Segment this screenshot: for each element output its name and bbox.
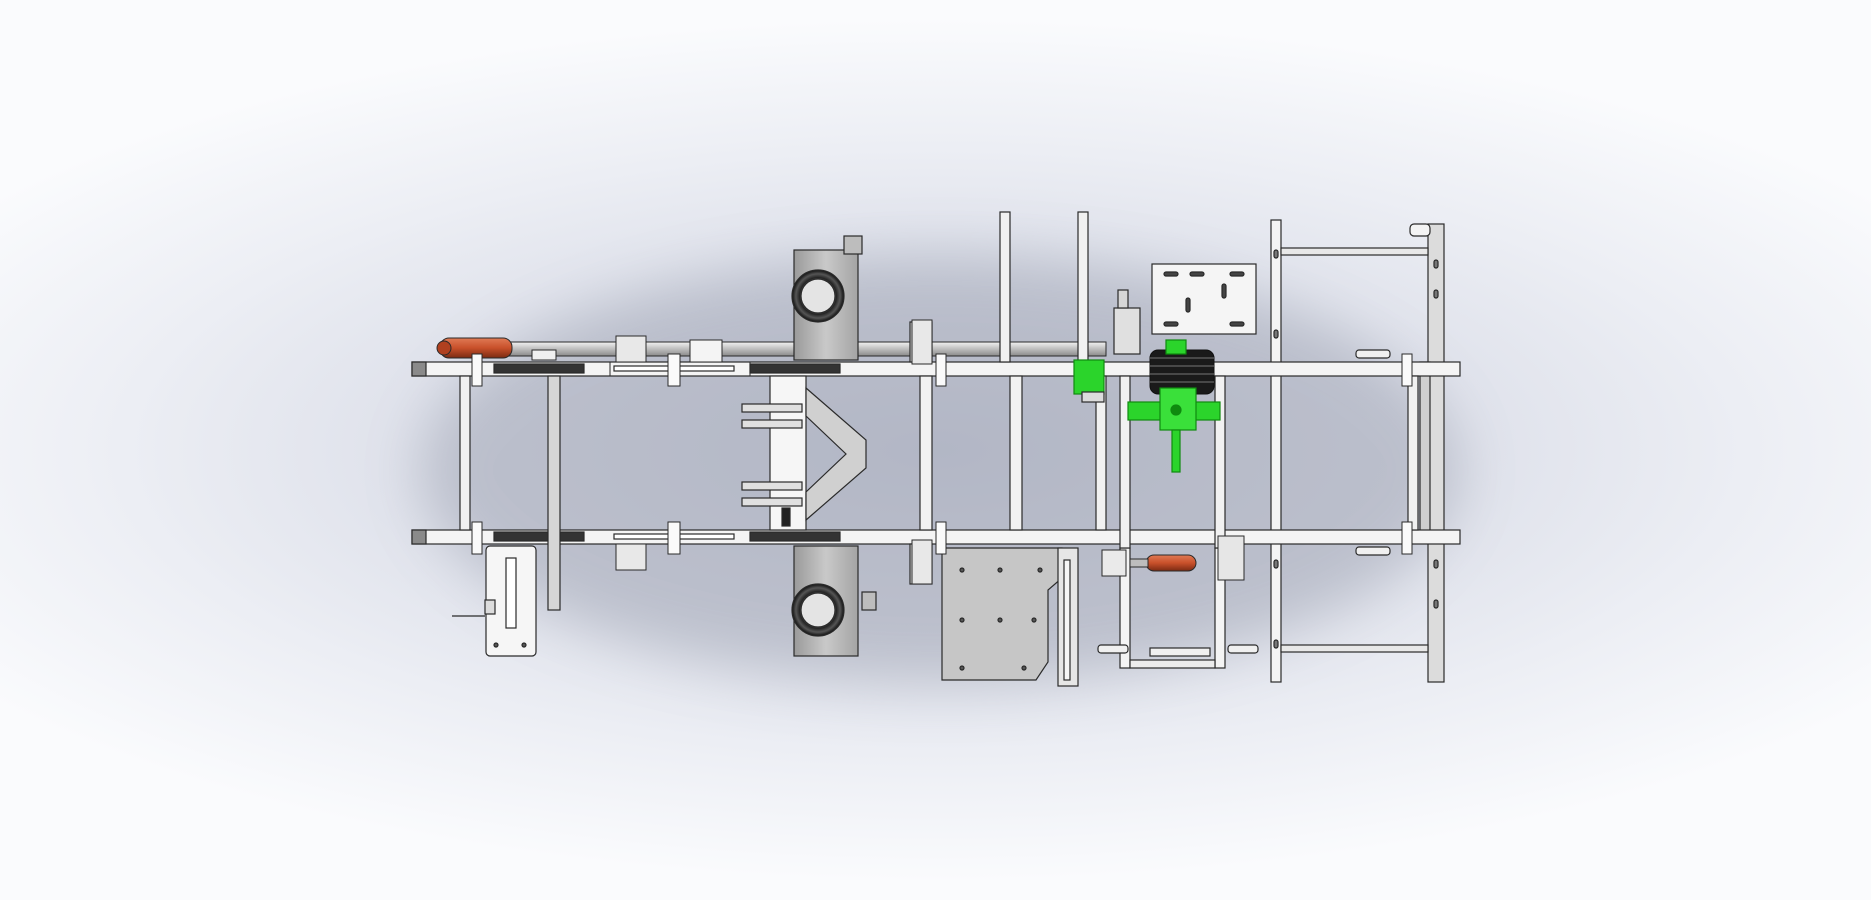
cross-members[interactable] [459,211,1419,611]
fuel-tank-bottom[interactable] [791,545,877,657]
floor-plate[interactable] [941,547,1079,687]
pulley-stack[interactable] [1149,349,1215,395]
hydraulic-cylinder-top[interactable] [436,337,1107,359]
battery-box[interactable] [452,545,537,657]
motor-mount-box[interactable] [1113,263,1257,355]
k-brace[interactable] [741,375,867,531]
gearbox-mount-green[interactable] [1073,359,1105,403]
fuel-tank-top[interactable] [791,235,863,361]
hydraulic-cylinder-bottom[interactable] [1101,535,1245,581]
bolt-plates [471,353,1413,555]
model-shadow [420,255,1460,685]
gearbox-green[interactable] [1127,339,1221,473]
